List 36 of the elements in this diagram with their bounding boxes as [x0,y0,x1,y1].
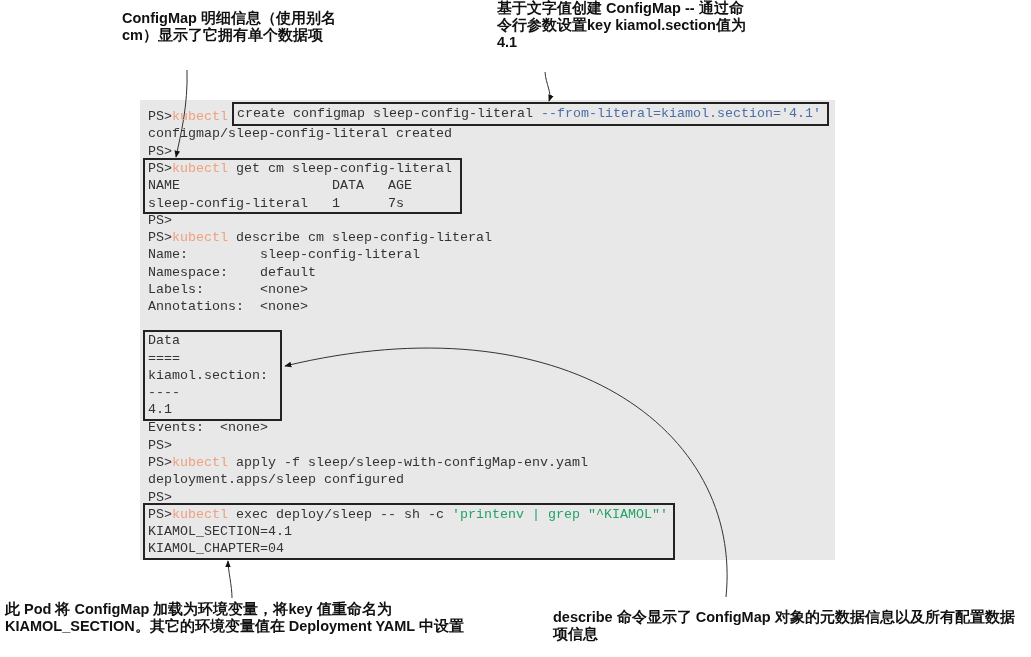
terminal-line: Name: sleep-config-literal [148,246,420,264]
terminal-line: KIAMOL_CHAPTER=04 [148,540,285,558]
terminal-line: PS> [148,142,172,160]
terminal-line: PS> [148,211,172,230]
arrow [225,560,233,599]
terminal-line: deployment.apps/sleep configured [148,471,404,489]
terminal-line: Annotations: <none> [148,298,308,316]
terminal-line: create configmap sleep-config-literal --from-literal=kiamol.section='4.1' [237,105,822,123]
callout-text: 此 Pod 将 ConfigMap 加载为环境变量，将key 值重命名为KIAMOL_SECTION。其它的环境变量值在 Deployment YAML 中设置 [5,601,480,635]
highlight-box [143,158,462,214]
terminal-line: Events: <none> [148,419,268,437]
arrow [284,347,727,598]
highlight-box [143,330,282,421]
highlight-box [143,503,675,560]
terminal-line: sleep-config-literal 1 7s [148,194,405,212]
terminal-line: PS> [148,436,172,454]
terminal-line: PS> [148,488,172,506]
terminal-panel [140,100,835,560]
terminal-line: KIAMOL_SECTION=4.1 [148,522,293,541]
terminal-line: Labels: <none> [148,281,308,299]
terminal-line: NAME DATA AGE [148,177,413,195]
callout-text: ConfigMap 明细信息（使用别名cm）显示了它拥有单个数据项 [122,10,354,44]
terminal-line: Data [148,332,181,350]
terminal-line: 4.1 [148,401,173,419]
terminal-line: Namespace: default [148,263,316,281]
callout-text: describe 命令显示了 ConfigMap 对象的元数据信息以及所有配置数据项信息 [553,609,1028,643]
terminal-line: ==== [148,349,181,367]
arrow [544,71,554,102]
terminal-line: PS>kubectl exec deploy/sleep -- sh -c 'printenv | grep "^KIAMOL"' [148,505,669,523]
callout-text: 基于文字值创建 ConfigMap -- 通过命令行参数设置key kiamol.section值为 4.1 [497,0,755,51]
terminal-line: PS>kubectl describe cm sleep-config-literal [148,229,492,247]
highlight-box [232,102,829,126]
terminal-line: PS>kubectl apply -f sleep/sleep-with-configMap-env.yaml [148,454,588,472]
terminal-line: ---- [148,384,181,402]
terminal-line: PS>kubectl get cm sleep-config-literal [148,160,453,178]
terminal-line: kiamol.section: [148,366,269,385]
